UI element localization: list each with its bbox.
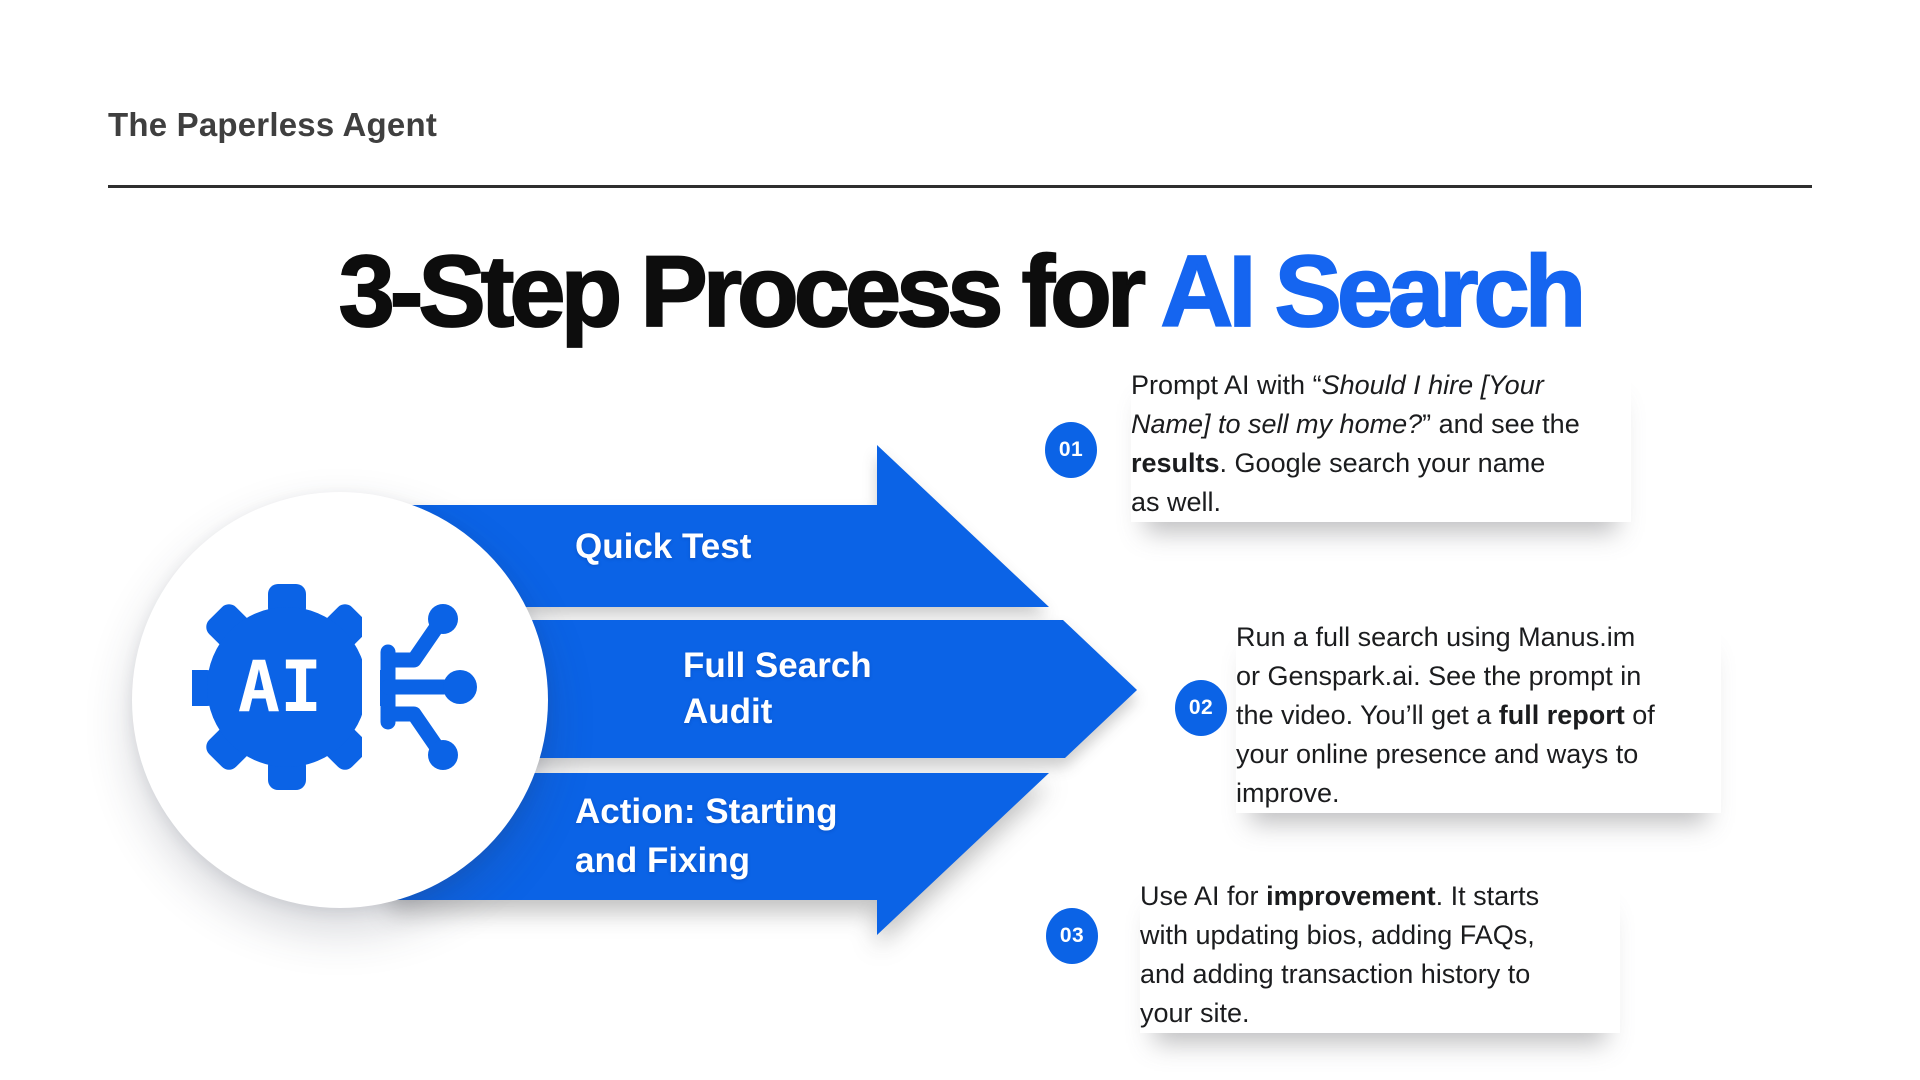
title-black-part: 3-Step Process for	[338, 236, 1161, 348]
header-divider	[108, 185, 1812, 188]
arrow-label-action-starting-fixing: Action: Starting and Fixing	[575, 792, 838, 880]
title-blue-part: AI Search	[1160, 236, 1588, 348]
step-2-description: Run a full search using Manus.im or Gens…	[1236, 622, 1655, 808]
step-3-description: Use AI for improvement. It starts with u…	[1140, 881, 1540, 1028]
step-1-description: Prompt AI with “Should I hire [Your Name…	[1131, 370, 1580, 517]
ai-letters: AI	[238, 646, 322, 728]
ai-gear-circuit-icon: AI	[192, 584, 477, 790]
arrow-label-quick-test: Quick Test	[575, 527, 752, 566]
brand-logo-text: The Paperless Agent	[108, 106, 438, 143]
step-2-card: Run a full search using Manus.im or Gens…	[1236, 618, 1721, 813]
step-1-card: Prompt AI with “Should I hire [Your Name…	[1131, 366, 1631, 522]
page-title: 3-Step Process for AI Search	[0, 241, 1920, 344]
arrow-label-full-search-audit: Full Search Audit	[683, 646, 872, 731]
step-2-badge: 02	[1175, 680, 1227, 736]
step-1-badge: 01	[1045, 422, 1097, 478]
step-3-card: Use AI for improvement. It starts with u…	[1140, 877, 1620, 1033]
hub-circle: AI	[132, 492, 548, 908]
step-3-badge: 03	[1046, 908, 1098, 964]
